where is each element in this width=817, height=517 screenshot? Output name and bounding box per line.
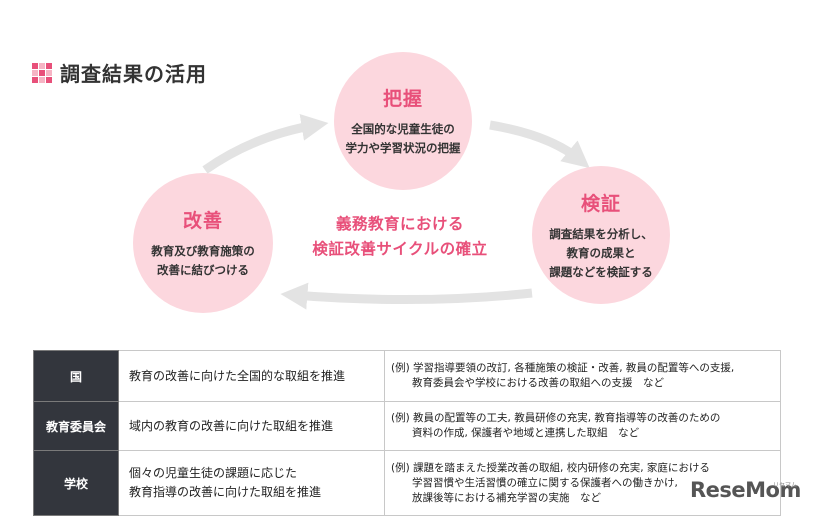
row-example: (例) 学習指導要領の改訂, 各種施策の検証・改善, 教員の配置等への支援, 教… (384, 350, 781, 402)
circle-grasp: 把握 全国的な児童生徒の 学力や学習状況の把握 (334, 52, 472, 190)
row-summary: 個々の児童生徒の課題に応じた 教育指導の改善に向けた取組を推進 (118, 450, 385, 516)
resemom-logo: ReseMom (690, 478, 801, 502)
circle-verify: 検証 調査結果を分析し、 教育の成果と 課題などを検証する (532, 166, 670, 304)
row-example: (例) 教員の配置等の工夫, 教員研修の充実, 教育指導等の改善のための 資料の… (384, 401, 781, 451)
circle-improve-desc: 教育及び教育施策の 改善に結びつける (151, 244, 255, 277)
row-header: 学校 (33, 450, 119, 516)
table-row: 教育委員会 域内の教育の改善に向けた取組を推進 (例) 教員の配置等の工夫, 教… (33, 401, 781, 451)
arrow-verify-to-improve (280, 282, 533, 310)
cycle-arrows (202, 114, 590, 310)
circle-grasp-title: 把握 (382, 88, 423, 110)
circle-verify-title: 検証 (580, 192, 621, 215)
usage-table: 国 教育の改善に向けた全国的な取組を推進 (例) 学習指導要領の改訂, 各種施策… (33, 350, 781, 516)
page-title: 調査結果の活用 (32, 58, 207, 87)
circle-improve: 改善 教育及び教育施策の 改善に結びつける (133, 173, 273, 313)
table-row: 国 教育の改善に向けた全国的な取組を推進 (例) 学習指導要領の改訂, 各種施策… (33, 350, 781, 402)
row-header: 国 (33, 350, 119, 402)
row-summary: 教育の改善に向けた全国的な取組を推進 (118, 350, 385, 402)
resemom-logo-sub: リセマム (773, 482, 798, 489)
checker-icon (32, 62, 52, 83)
circle-verify-desc: 調査結果を分析し、 教育の成果と 課題などを検証する (549, 226, 653, 279)
title-text: 調査結果の活用 (60, 62, 207, 86)
table-row: 学校 個々の児童生徒の課題に応じた 教育指導の改善に向けた取組を推進 (例) 課… (33, 450, 781, 516)
circle-improve-title: 改善 (182, 210, 223, 232)
row-example: (例) 課題を踏まえた授業改善の取組, 校内研修の充実, 家庭における 学習習慣… (384, 450, 781, 516)
circle-grasp-desc: 全国的な児童生徒の 学力や学習状況の把握 (345, 122, 461, 155)
arrow-improve-to-grasp (202, 114, 329, 174)
cycle-center-label: 義務教育における 検証改善サイクルの確立 (312, 215, 488, 258)
row-summary: 域内の教育の改善に向けた取組を推進 (118, 401, 385, 451)
row-header: 教育委員会 (33, 401, 119, 451)
arrow-grasp-to-verify (489, 120, 590, 169)
